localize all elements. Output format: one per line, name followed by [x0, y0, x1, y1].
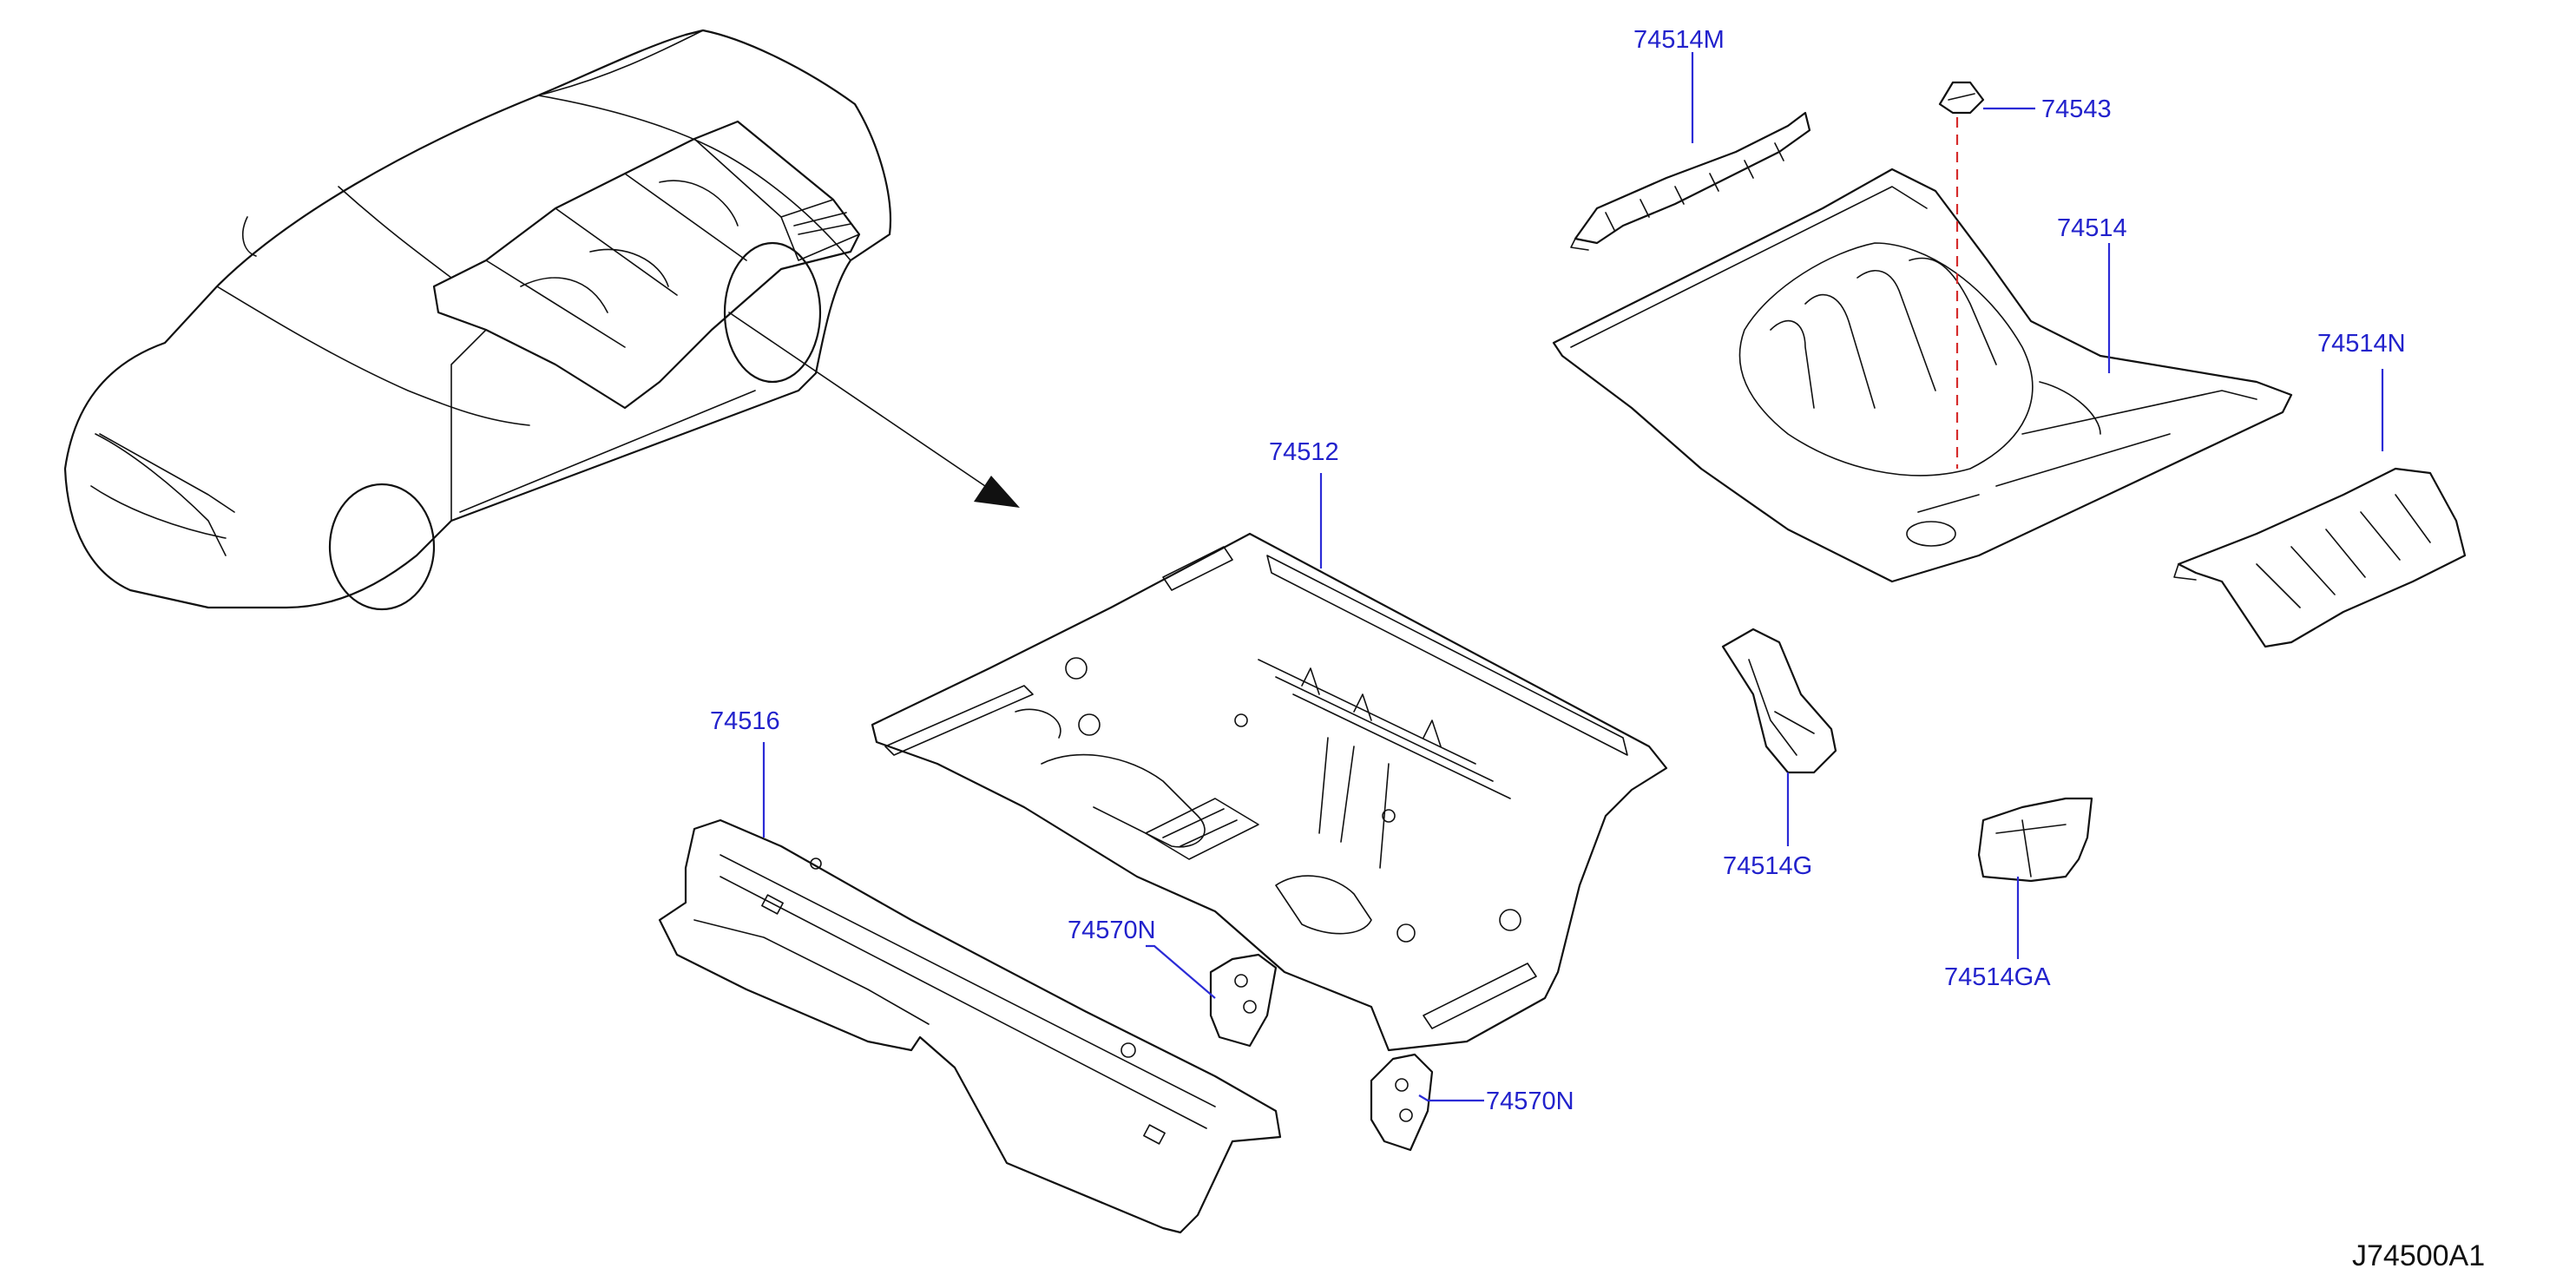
callout-74514M: 74514M [1633, 26, 1725, 54]
callout-74514N: 74514N [2317, 330, 2406, 358]
part-74570N-b [1370, 1053, 1434, 1152]
leader-74570N-b [1418, 1094, 1484, 1102]
leader-74570N-a [1146, 944, 1216, 999]
callout-74570N-a: 74570N [1068, 917, 1156, 944]
callout-74516: 74516 [710, 707, 780, 735]
part-74514M [1570, 111, 1811, 251]
part-74514GA [1977, 797, 2093, 883]
part-74570N-a [1209, 953, 1278, 1048]
leader-lines [762, 52, 2384, 1102]
callout-74543: 74543 [2041, 95, 2112, 123]
callout-74514GA: 74514GA [1944, 963, 2051, 991]
part-74543 [1938, 81, 1985, 115]
vehicle-overview [63, 29, 1020, 611]
diagram-id-label: J74500A1 [2352, 1239, 2485, 1272]
callouts: 74514M 74543 74514 74514N 74512 74516 74… [710, 26, 2406, 1115]
part-74516 [658, 818, 1282, 1234]
callout-74512: 74512 [1269, 438, 1339, 466]
part-74514 [1552, 168, 2293, 583]
part-74514N [2173, 467, 2467, 648]
part-74512 [871, 532, 1668, 1052]
part-74514G [1721, 628, 1837, 774]
callout-74570N-b: 74570N [1486, 1088, 1574, 1115]
callout-74514G: 74514G [1723, 852, 1812, 880]
callout-74514: 74514 [2057, 214, 2127, 242]
